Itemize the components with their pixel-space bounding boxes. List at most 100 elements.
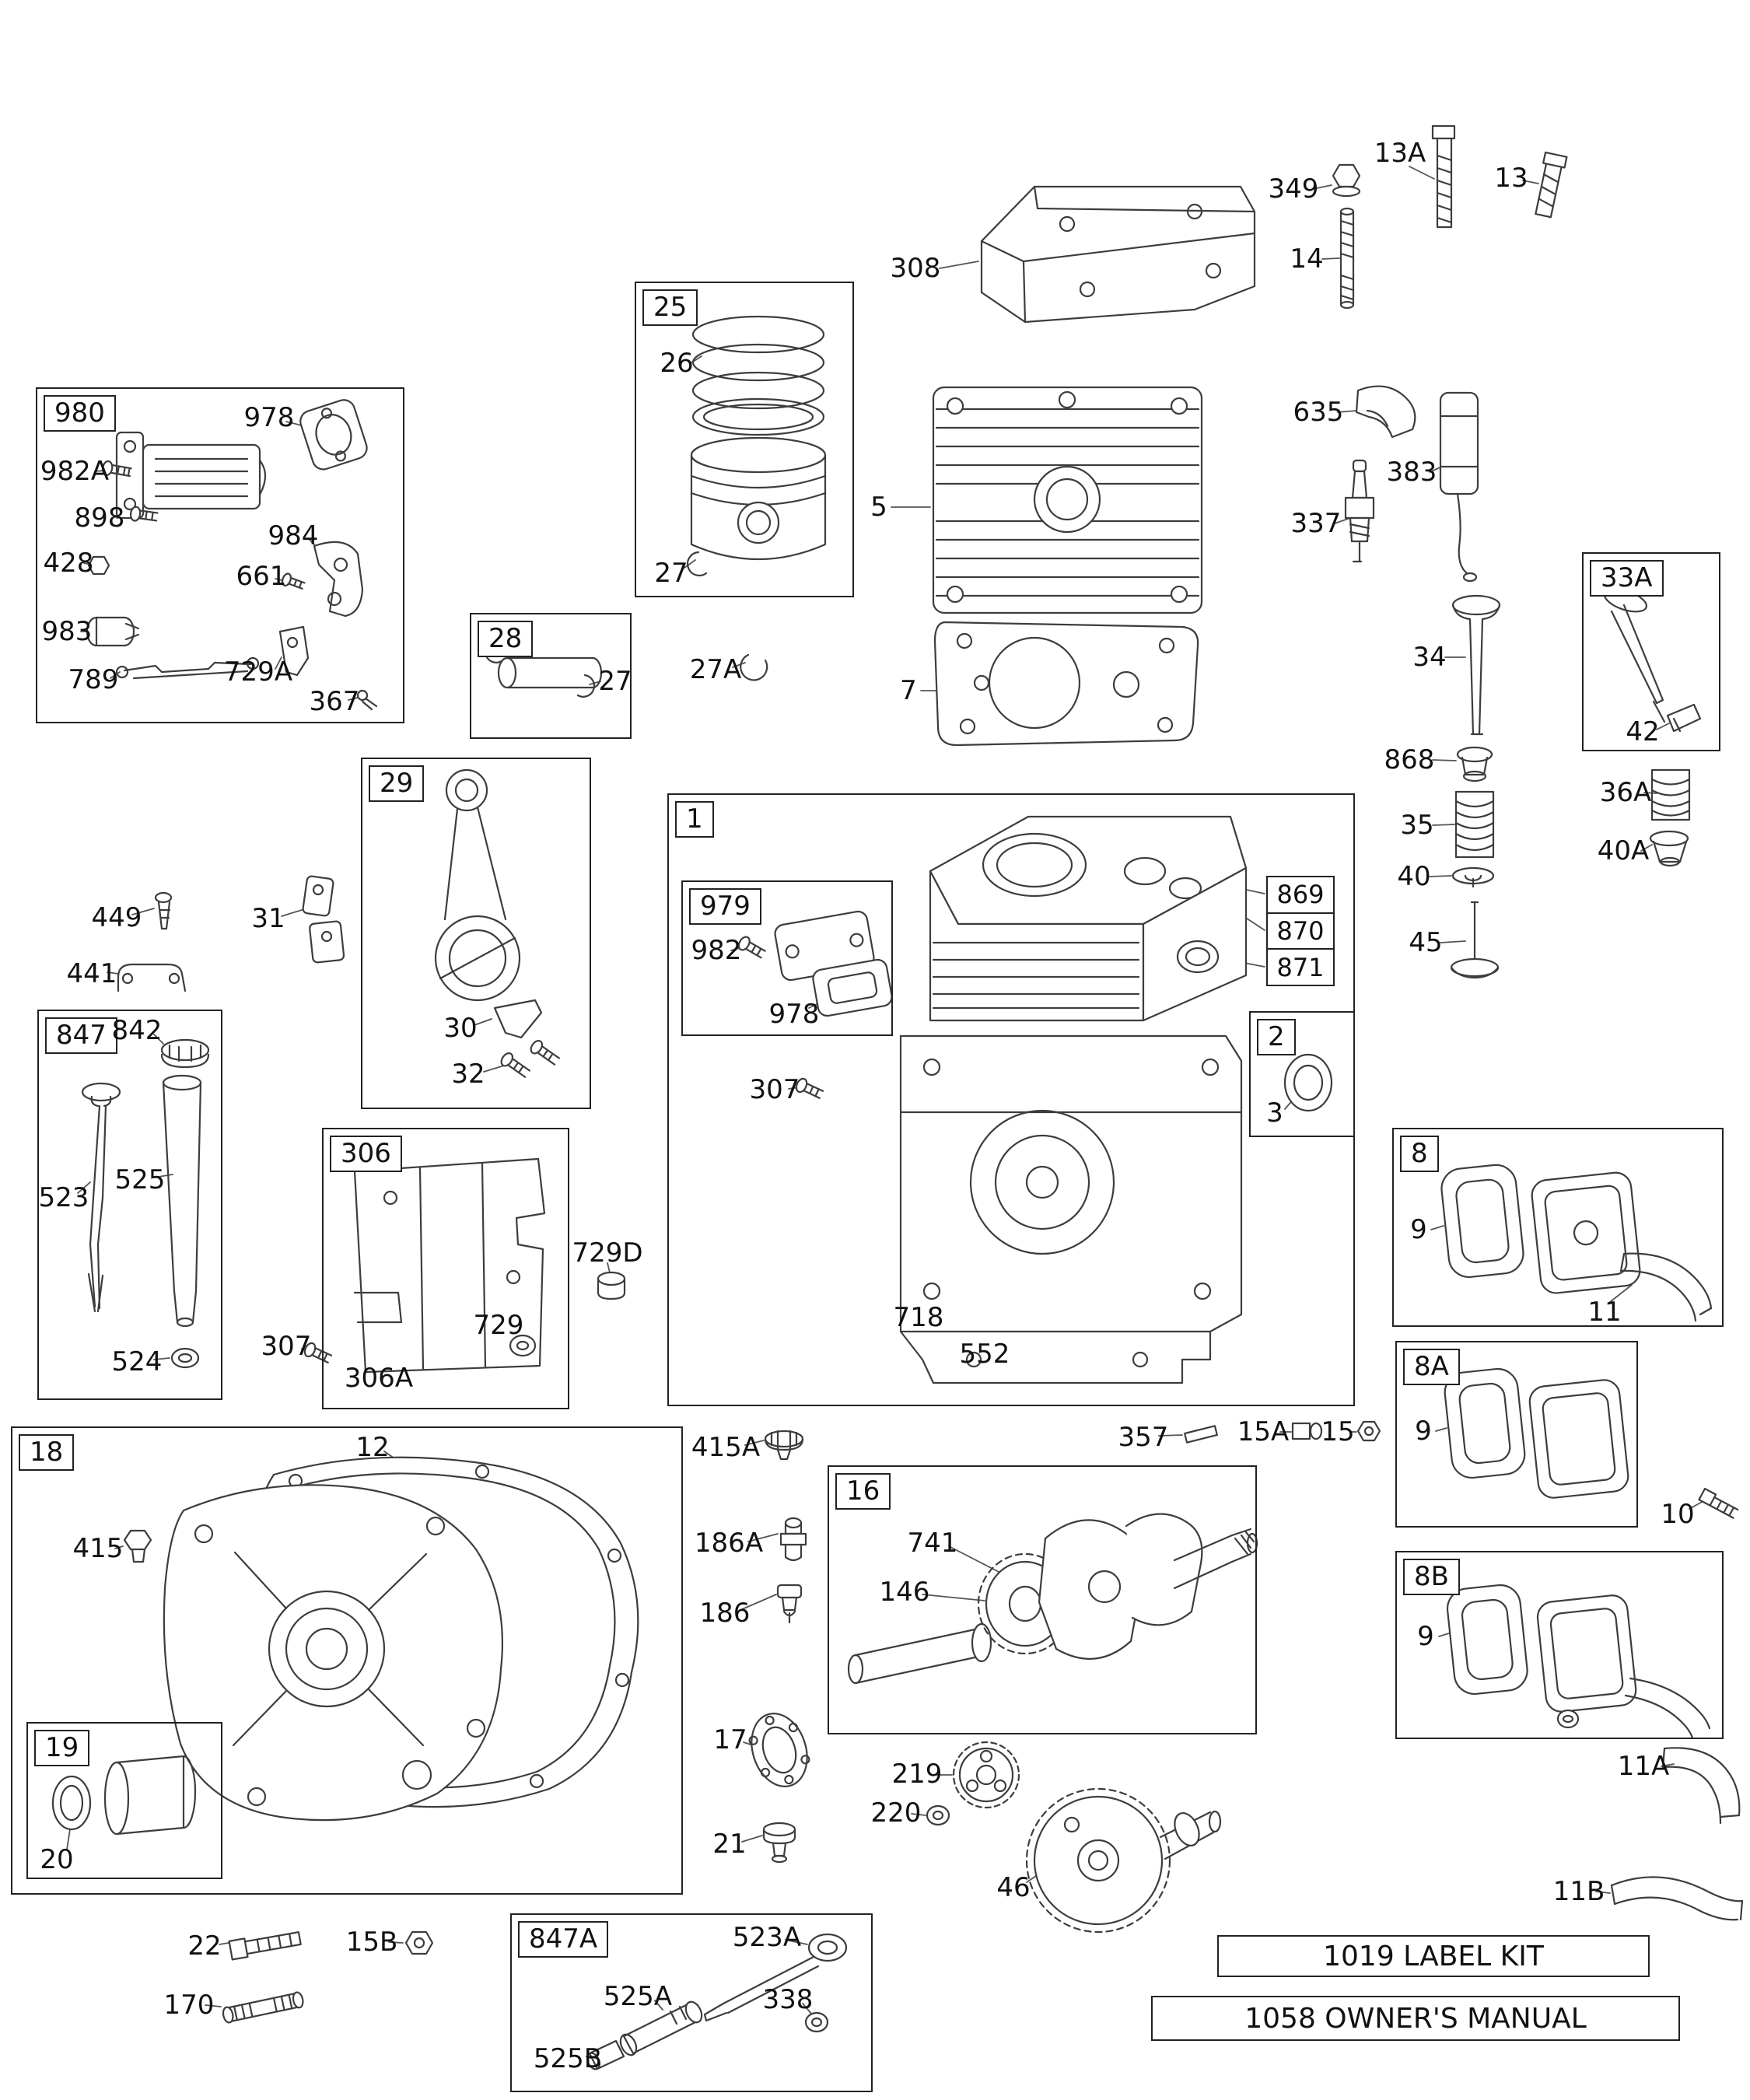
part-spark-plug-337	[1344, 459, 1375, 563]
callout-76-170: 170	[163, 1990, 215, 2021]
callout-55-9: 9	[1417, 1621, 1434, 1652]
callout-5-635: 635	[1293, 397, 1344, 428]
group-box-tag-979: 979	[689, 888, 761, 926]
part-plug-21	[762, 1822, 796, 1864]
part-baffle-306	[353, 1157, 546, 1374]
callout-15-661: 661	[236, 561, 287, 592]
part-grommet-8b	[1556, 1709, 1580, 1729]
callout-6-383: 383	[1386, 457, 1437, 488]
part-retainer-40a	[1649, 830, 1689, 867]
group-box-tag-18: 18	[19, 1434, 75, 1472]
callout-52-11: 11	[1587, 1297, 1622, 1328]
callout-77-523A: 523A	[732, 1922, 802, 1953]
part-bolt-22	[228, 1931, 302, 1961]
part-tube-11b	[1610, 1876, 1744, 1921]
part-exhaust-valve-45	[1450, 901, 1500, 979]
part-key-357	[1184, 1425, 1218, 1444]
callout-18-729A: 729A	[223, 656, 293, 688]
part-valve-cover-8a	[1528, 1379, 1629, 1499]
part-oil-fill-plug-415a	[764, 1430, 804, 1461]
group-box-28: 28	[470, 613, 632, 739]
group-box-tag-8A: 8A	[1403, 1349, 1460, 1386]
callout-65-146: 146	[879, 1577, 930, 1608]
part-governor-gear-219	[952, 1741, 1020, 1809]
part-spring-retainer-40	[1451, 866, 1495, 888]
part-spark-plug-boot-635	[1355, 385, 1416, 439]
ref-stack-item-870: 870	[1268, 914, 1333, 950]
callout-80-525B: 525B	[533, 2043, 603, 2074]
part-seal-524	[170, 1347, 200, 1369]
part-bracket-984	[313, 541, 364, 618]
part-nut-349	[1332, 163, 1361, 198]
callout-12-898: 898	[74, 502, 125, 534]
part-stud-14	[1339, 207, 1355, 310]
callout-26-35: 35	[1400, 810, 1434, 841]
part-crankcase-cover-18	[163, 1484, 503, 1822]
group-box-tag-1: 1	[675, 801, 714, 838]
callout-7-337: 337	[1290, 508, 1342, 539]
callout-40-524: 524	[111, 1346, 163, 1377]
part-stud-170	[222, 1991, 304, 2024]
callout-21-27A: 27A	[689, 654, 742, 685]
part-gasket-9-box8a	[1444, 1367, 1526, 1479]
part-bolt-13a	[1431, 124, 1456, 229]
group-box-980: 980	[36, 387, 404, 723]
part-clamp-441	[117, 963, 187, 992]
callout-57-11B: 11B	[1552, 1876, 1605, 1907]
part-valve-seal-868	[1456, 746, 1493, 782]
callout-22-5: 5	[870, 492, 887, 523]
callout-46-978: 978	[768, 999, 820, 1030]
part-screw-982a	[101, 460, 132, 478]
part-oil-fill-cap-842	[160, 1038, 210, 1069]
part-plug-729d	[597, 1271, 626, 1300]
callout-44-729D: 729D	[572, 1237, 643, 1269]
part-plates-31	[302, 875, 345, 964]
part-valve-spring-36a	[1650, 768, 1691, 821]
callout-37-842: 842	[111, 1015, 163, 1046]
group-box-29: 29	[361, 758, 591, 1109]
ref-stack-item-871: 871	[1276, 952, 1325, 982]
callout-38-523: 523	[38, 1182, 89, 1213]
group-box-tag-8B: 8B	[1403, 1559, 1460, 1596]
group-box-8B: 8B	[1395, 1551, 1724, 1739]
part-gasket-9-box8b	[1446, 1584, 1528, 1696]
callout-30-36A: 36A	[1599, 777, 1652, 808]
part-oil-seal-3	[1283, 1053, 1333, 1112]
callout-32-449: 449	[91, 902, 142, 933]
callout-50-3: 3	[1266, 1097, 1283, 1129]
part-bearing-17	[748, 1713, 810, 1787]
part-oil-sentry-983	[86, 616, 140, 647]
part-dipstick-523	[81, 1082, 121, 1313]
group-box-tag-306: 306	[330, 1136, 402, 1173]
part-camshaft-46	[1025, 1787, 1222, 1934]
group-box-tag-980: 980	[44, 395, 116, 432]
callout-27-40: 40	[1397, 861, 1431, 892]
callout-74-22: 22	[187, 1930, 222, 1962]
callout-71-12: 12	[355, 1432, 390, 1463]
part-pin-retainer-27	[686, 551, 708, 577]
callout-51-9: 9	[1410, 1214, 1427, 1245]
callout-42-729: 729	[473, 1310, 524, 1341]
part-breather-cover-979	[774, 910, 875, 982]
part-heat-shield-308	[980, 185, 1256, 324]
group-box-847A: 847A	[510, 1913, 873, 2092]
part-tube-nut-525b	[586, 2039, 625, 2070]
part-cylinder-head-5	[932, 386, 1203, 614]
part-tube-8b	[1624, 1677, 1711, 1739]
callout-62-186A: 186A	[694, 1528, 764, 1559]
callout-45-982: 982	[691, 935, 742, 966]
callout-36-32: 32	[451, 1059, 485, 1090]
callout-70-46: 46	[996, 1872, 1031, 1903]
group-box-8: 8	[1392, 1128, 1724, 1327]
callout-66-17: 17	[713, 1724, 747, 1755]
part-piston-rings-26	[691, 315, 825, 436]
part-valve-spring-35	[1454, 790, 1495, 859]
part-oil-fill-tube-525	[162, 1074, 202, 1328]
callout-48-718: 718	[893, 1302, 944, 1333]
part-oil-dipper-30	[493, 999, 543, 1039]
part-seal-20	[51, 1775, 92, 1831]
part-screw-10	[1698, 1487, 1739, 1519]
group-box-tag-33A: 33A	[1590, 560, 1664, 597]
callout-56-11A: 11A	[1617, 1751, 1670, 1782]
